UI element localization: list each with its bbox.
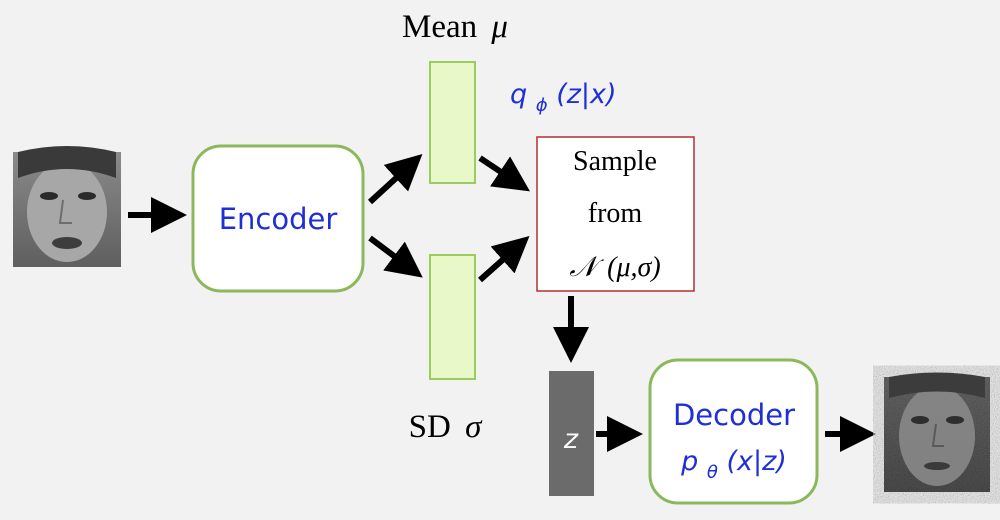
- sd-symbol: σ: [465, 409, 483, 445]
- q-prefix: q: [510, 79, 527, 110]
- normal-dist-args: (μ,σ): [607, 252, 661, 283]
- q-phi-label: q ϕ (z|x): [510, 79, 617, 118]
- p-theta-label: p θ (x|z): [680, 446, 787, 485]
- p-args: (x|z): [727, 446, 787, 477]
- encoder-label: Encoder: [219, 202, 338, 236]
- sd-label: SD σ: [409, 409, 483, 445]
- arrow-sd-to-sample: [478, 236, 530, 283]
- arrow-encoder-to-sd: [368, 235, 423, 278]
- sample-line1: Sample: [573, 146, 657, 177]
- input-face-image: [13, 146, 121, 267]
- sample-box: Sample from 𝒩 (μ,σ): [536, 136, 695, 292]
- decoder-label: Decoder: [673, 398, 795, 432]
- mean-label: Mean μ: [402, 9, 508, 45]
- arrow-encoder-to-mean: [367, 153, 423, 205]
- mean-symbol: μ: [490, 9, 508, 45]
- arrow-mean-to-sample: [478, 155, 530, 192]
- output-face-image: [884, 372, 990, 492]
- z-label: z: [563, 424, 579, 455]
- p-prefix: p: [680, 446, 698, 477]
- q-subscript: ϕ: [536, 95, 548, 116]
- sd-vector: [429, 254, 476, 380]
- mean-vector: [429, 61, 476, 184]
- p-subscript: θ: [707, 462, 718, 483]
- decoder-box: Decoder p θ (x|z): [648, 358, 819, 505]
- q-args: (z|x): [556, 79, 616, 110]
- mean-text: Mean: [402, 9, 477, 45]
- encoder-box: Encoder: [191, 144, 365, 293]
- sample-distribution: 𝒩 (μ,σ): [569, 252, 660, 283]
- normal-dist-symbol: 𝒩: [569, 252, 604, 283]
- z-latent: z: [549, 371, 594, 496]
- sample-line2: from: [588, 198, 643, 229]
- sd-text: SD: [409, 409, 451, 445]
